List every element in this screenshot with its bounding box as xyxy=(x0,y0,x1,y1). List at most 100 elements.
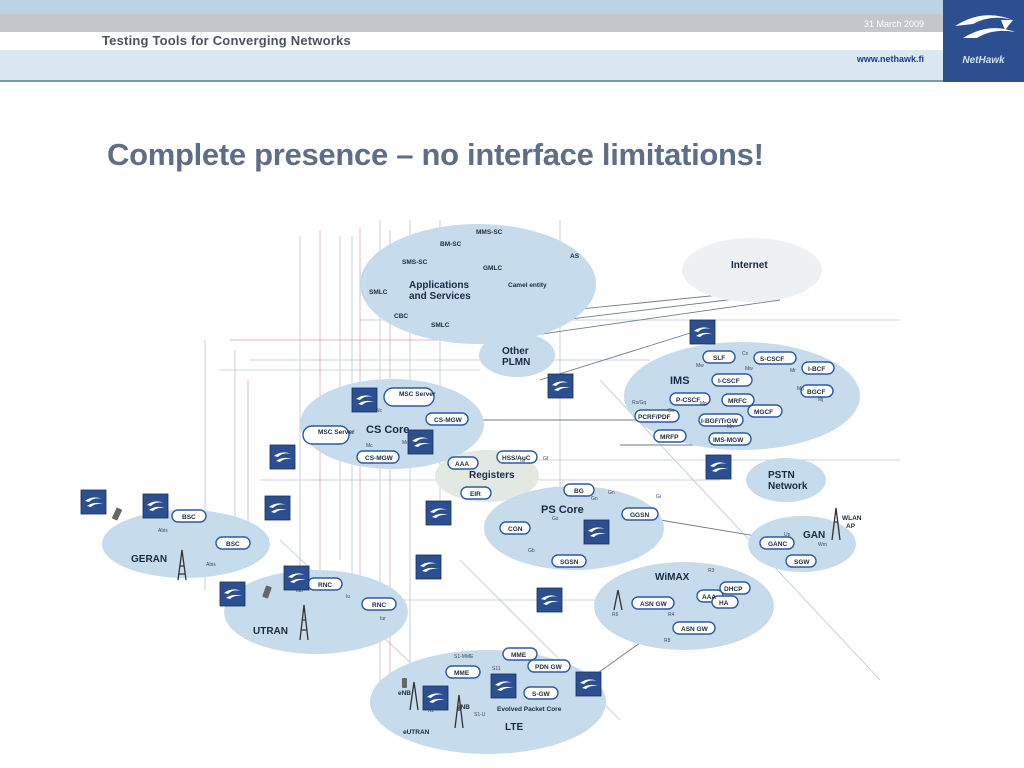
interface-label: Rx/Gq xyxy=(632,400,646,406)
svg-text:SMS-SC: SMS-SC xyxy=(402,259,428,266)
antenna-icon xyxy=(299,604,309,641)
ims-nodes xyxy=(634,350,835,446)
node-smlc-a: SMLC xyxy=(369,289,388,296)
antenna-icon xyxy=(177,549,187,581)
node-smlc-b: SMLC xyxy=(431,322,450,329)
node-bgcf xyxy=(800,384,834,398)
svg-text:CBC: CBC xyxy=(394,313,408,320)
interface-label: Mw xyxy=(745,366,753,372)
node-slf xyxy=(702,350,736,364)
node-sms-sc: SMS-SC xyxy=(402,259,428,266)
ps-core-node-labels: BG CGN GGSN SGSN xyxy=(508,488,649,566)
interface-label: Gn xyxy=(608,490,615,496)
svg-text:GMLC: GMLC xyxy=(483,265,502,272)
antenna-icon xyxy=(409,681,419,711)
nethawk-analyzer-icon xyxy=(689,319,716,345)
nethawk-analyzer-icon xyxy=(219,581,246,607)
label-s-cscf: S-CSCF xyxy=(760,356,784,363)
label-i-bcf: I-BCF xyxy=(808,366,825,373)
cs-core-label: CS Core xyxy=(366,424,409,436)
mobile-phone-icon xyxy=(112,507,122,521)
node-rnc-b xyxy=(361,597,397,611)
interface-label: Mj xyxy=(818,397,823,403)
utran-node-labels: RNC RNC xyxy=(318,582,386,609)
ims-label: IMS xyxy=(670,375,690,387)
label-mgcf: MGCF xyxy=(754,409,773,416)
label-slf: SLF xyxy=(713,355,725,362)
label-rnc-b: RNC xyxy=(372,602,386,609)
wimax-nodes xyxy=(631,581,751,635)
label-aaa: AAA xyxy=(455,461,469,468)
label-epc: Evolved Packet Core xyxy=(497,706,562,713)
mobile-phone-icon xyxy=(402,678,407,688)
ps-core-nodes xyxy=(499,483,659,568)
node-sgsn xyxy=(551,554,587,568)
label-ha: HA xyxy=(719,600,729,607)
antenna-icon xyxy=(454,694,464,729)
header-subtitle: Testing Tools for Converging Networks xyxy=(102,33,351,48)
wimax-node-labels: ASN GW AAA DHCP HA ASN GW xyxy=(640,586,743,633)
node-ims-mgw xyxy=(708,432,752,446)
registers-label: Registers xyxy=(469,470,515,481)
interface-label: Mr xyxy=(790,368,796,374)
interface-label: Gr xyxy=(520,458,526,464)
mobile-phone-icon xyxy=(262,585,272,599)
lte-nodes xyxy=(445,647,571,700)
mobile-phones xyxy=(112,507,407,688)
node-bm-sc: BM-SC xyxy=(440,241,462,248)
nethawk-analyzer-icon xyxy=(547,373,574,399)
label-bg: BG xyxy=(574,488,584,495)
tool-icons xyxy=(80,319,732,711)
svg-text:Camel entity: Camel entity xyxy=(508,282,547,289)
applications-cloud xyxy=(360,224,596,344)
geran-cloud xyxy=(102,510,270,578)
register-node-labels: HSS/AuC AAA EIR xyxy=(455,455,531,498)
label-cs-mgw-b: CS-MGW xyxy=(365,455,394,462)
label-cs-mgw-a: CS-MGW xyxy=(434,417,463,424)
interface-label: Mw xyxy=(696,363,704,369)
header-date: 31 March 2009 xyxy=(863,19,924,29)
geran-label: GERAN xyxy=(131,554,167,565)
node-mrfp xyxy=(653,429,687,443)
header-band-top xyxy=(0,0,943,14)
svg-text:AS: AS xyxy=(570,253,580,260)
interface-label: Abis xyxy=(158,528,168,534)
node-asn-gw-a xyxy=(631,596,675,610)
label-pcrf: PCRF/PDF xyxy=(638,414,671,421)
label-asn-gw-a: ASN GW xyxy=(640,601,668,608)
label-mme-b: MME xyxy=(454,670,470,677)
node-pdn-gw xyxy=(527,659,571,673)
label-s-gw: S-GW xyxy=(532,691,551,698)
label-dhcp: DHCP xyxy=(724,586,743,593)
lte-cloud xyxy=(370,650,606,754)
node-s-cscf xyxy=(753,351,797,365)
node-hss xyxy=(496,450,538,464)
label-bsc-b: BSC xyxy=(226,541,240,548)
label-i-bgf: I-BGF/TrGW xyxy=(701,418,739,425)
nethawk-analyzer-icon xyxy=(422,685,449,711)
node-mme-a xyxy=(502,647,538,661)
internet-cloud xyxy=(682,238,822,302)
label-asn-gw-b: ASN GW xyxy=(681,626,709,633)
header-rule xyxy=(0,80,943,82)
nethawk-analyzer-icon xyxy=(283,565,310,591)
label-rnc-a: RNC xyxy=(318,582,332,589)
label-enb-a: eNB xyxy=(398,690,411,697)
node-camel: Camel entity xyxy=(508,282,547,289)
interface-label: S11 xyxy=(492,666,501,672)
node-gmlc: GMLC xyxy=(483,265,502,272)
gan-nodes xyxy=(759,536,817,568)
cs-core-nodes xyxy=(302,387,469,464)
hawk-icon xyxy=(955,15,1015,38)
interface-label: Mp xyxy=(700,401,707,407)
label-enb-b: eNB xyxy=(457,704,470,711)
node-i-bcf xyxy=(801,361,835,375)
header-url[interactable]: www.nethawk.fi xyxy=(856,54,924,64)
interface-label: Abis xyxy=(206,562,216,568)
label-i-cscf: I-CSCF xyxy=(718,378,740,385)
nethawk-analyzer-icon xyxy=(536,587,563,613)
